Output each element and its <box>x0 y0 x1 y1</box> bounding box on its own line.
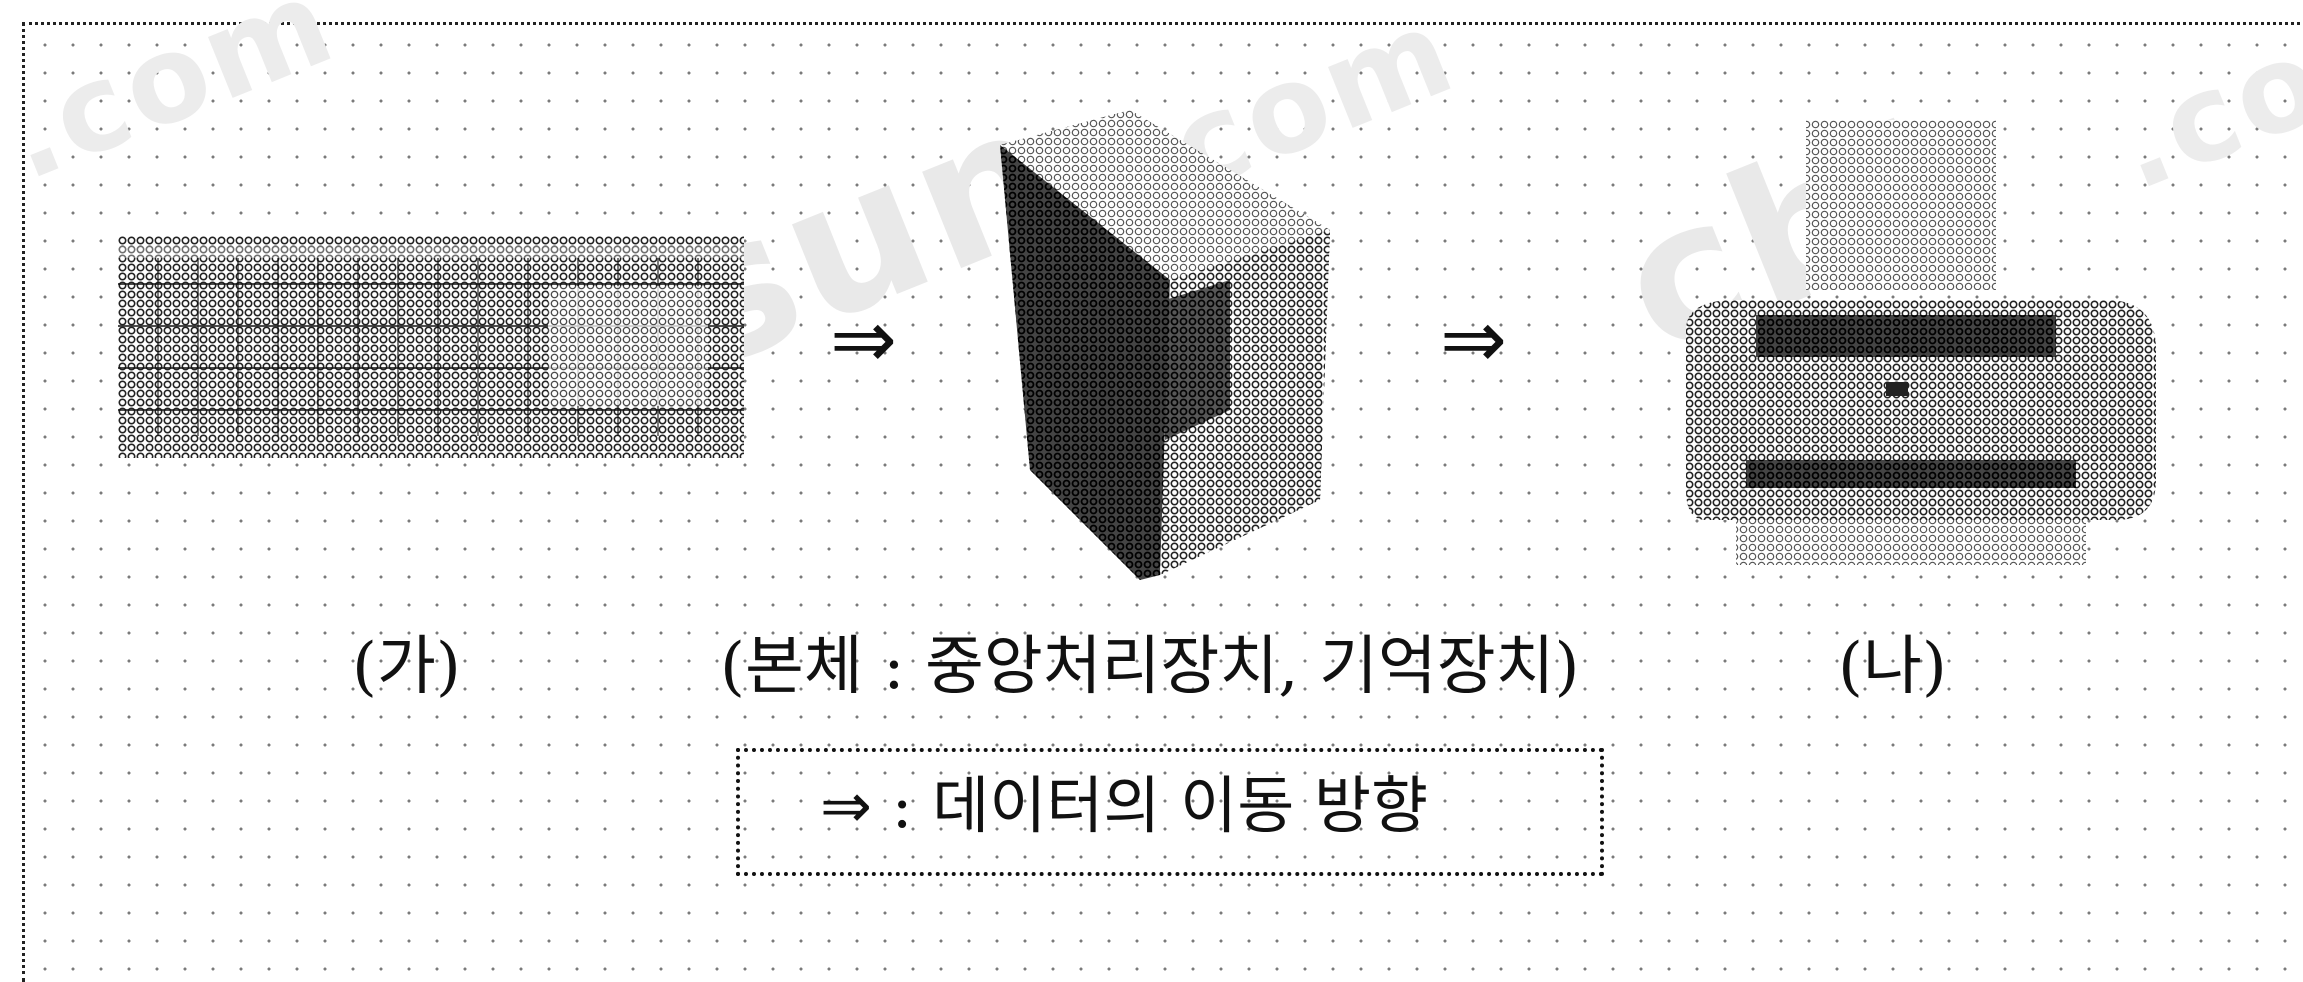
keyboard-icon <box>118 236 744 458</box>
legend-box <box>736 748 1604 876</box>
printer-icon <box>1686 120 2156 565</box>
data-flow-arrow: ⇒ <box>1440 293 1508 386</box>
system-unit-label: (본체 : 중앙처리장치, 기억장치) <box>720 630 1580 704</box>
legend-arrow-symbol: ⇒ <box>820 769 872 842</box>
computer-case-icon <box>1000 110 1330 580</box>
input-device-label: (가) <box>352 630 461 704</box>
legend-text: 데이터의 이동 방향 <box>932 769 1429 842</box>
legend-separator: : <box>891 769 913 842</box>
legend: ⇒ : 데이터의 이동 방향 <box>820 775 1428 837</box>
data-flow-arrow: ⇒ <box>830 293 898 386</box>
output-device-label: (나) <box>1838 630 1947 704</box>
